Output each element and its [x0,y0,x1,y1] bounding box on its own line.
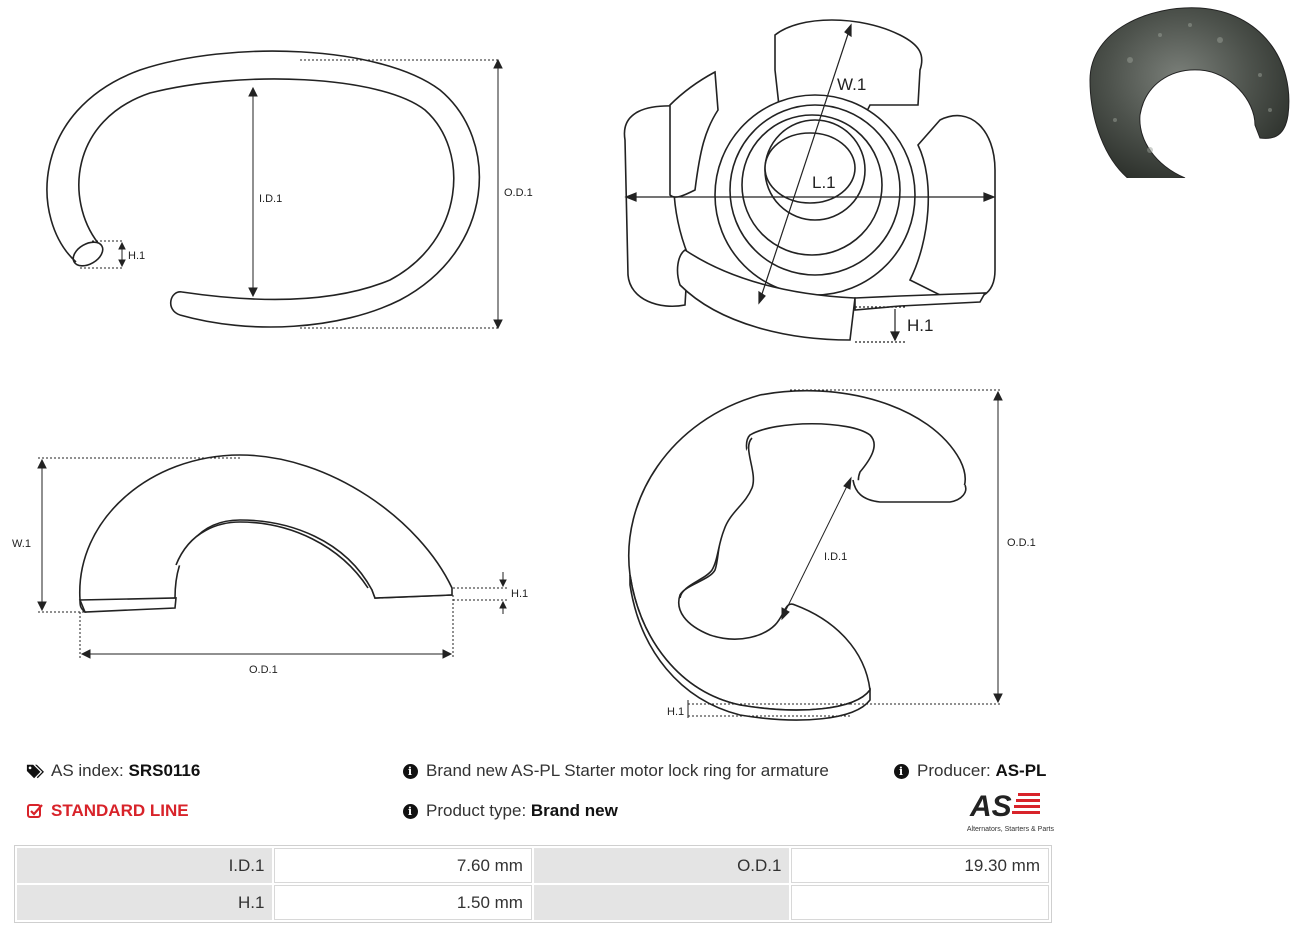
check-square-icon [26,802,44,820]
ring-od-label: O.D.1 [504,187,533,199]
standard-line: STANDARD LINE [26,801,189,821]
product-type: i Product type: Brand new [401,801,618,821]
table-row: I.D.1 7.60 mm O.D.1 19.30 mm [17,848,1049,883]
as-index-value: SRS0116 [128,761,201,780]
info-circle-icon: i [893,763,909,779]
arc-drawing: W.1 H.1 O.D.1 [12,454,528,676]
info-circle-icon: i [402,803,418,819]
clip3d-l-label: L.1 [812,173,836,192]
clip-3d-drawing: W.1 L.1 H.1 [623,19,996,343]
clip3d-h-label: H.1 [907,316,933,335]
as-index-label: AS index: [51,761,124,780]
param-label: O.D.1 [533,848,790,883]
eclip-drawing: I.D.1 O.D.1 H.1 [628,389,1036,721]
param-value: 7.60 mm [274,848,532,883]
producer-label: Producer: [917,761,991,780]
product-type-label: Product type: [426,801,527,820]
eclip-id-label: I.D.1 [824,551,847,563]
arc-od-label: O.D.1 [249,664,278,676]
info-circle-icon: i [402,763,418,779]
logo-tagline: Alternators, Starters & Parts [966,826,1054,833]
ring-drawing: I.D.1 O.D.1 H.1 [46,50,533,330]
part-photo [1089,7,1290,178]
logo-mark-text: AS [969,790,1012,819]
arc-w-label: W.1 [12,538,31,550]
product-type-value: Brand new [530,801,618,820]
table-row: H.1 1.50 mm [17,885,1049,920]
param-label: I.D.1 [17,848,273,883]
param-label [533,885,790,920]
ring-h-label: H.1 [128,250,145,262]
as-logo: AS Alternators, Starters & Parts [950,789,1054,833]
as-index: AS index: SRS0116 [26,761,200,781]
producer: i Producer: AS-PL [892,761,1046,781]
description: i Brand new AS-PL Starter motor lock rin… [401,761,829,781]
tags-icon [26,762,44,780]
eclip-h-label: H.1 [667,706,684,718]
param-label: H.1 [17,885,273,920]
ring-id-label: I.D.1 [259,193,282,205]
standard-line-label: STANDARD LINE [51,801,189,820]
param-value: 19.30 mm [791,848,1049,883]
description-text: Brand new AS-PL Starter motor lock ring … [426,761,829,780]
clip3d-w-label: W.1 [837,75,866,94]
eclip-od-label: O.D.1 [1007,537,1036,549]
producer-value: AS-PL [995,761,1047,780]
as-logo-mark: AS [969,790,1040,823]
param-value [791,885,1049,920]
params-table: I.D.1 7.60 mm O.D.1 19.30 mm H.1 1.50 mm [14,845,1052,923]
param-value: 1.50 mm [274,885,532,920]
arc-h-label: H.1 [511,588,528,600]
